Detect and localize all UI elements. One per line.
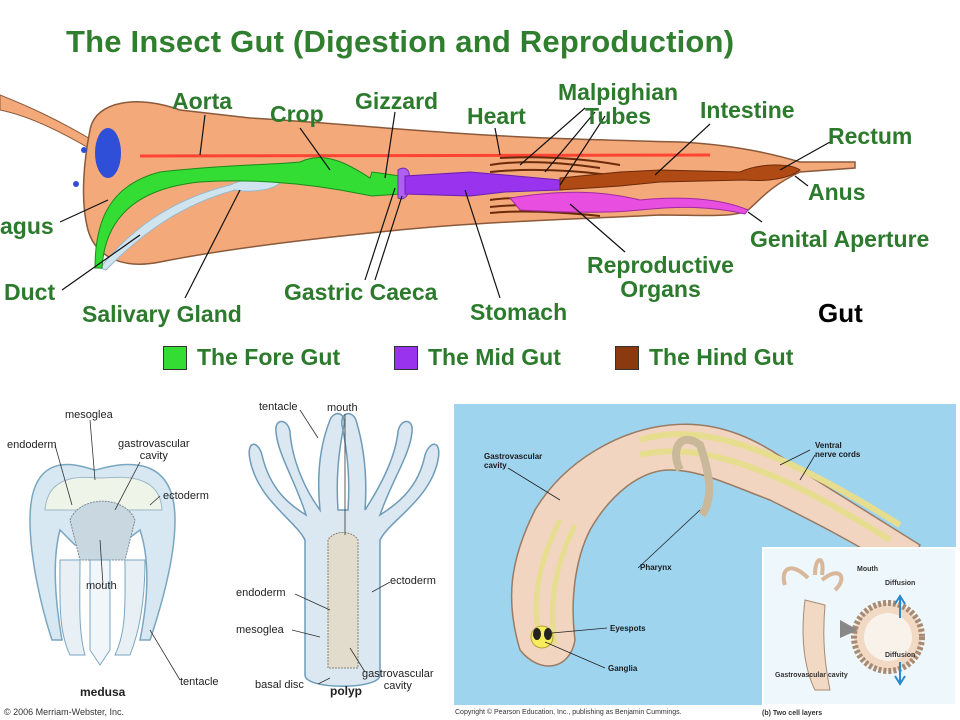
flatworm-label-gastrovascular: Gastrovascular cavity [484,452,542,470]
label-malpighian-line2: Tubes [584,103,652,129]
medusa-label-gastrovascular: gastrovascular cavity [118,438,190,462]
polyp-label-basal-disc: basal disc [255,679,304,691]
legend-label-mid-gut: The Mid Gut [428,344,561,370]
flatworm-label-pharynx: Pharynx [640,563,672,572]
medusa-label-endoderm: endoderm [7,439,57,451]
insect-eye [95,128,121,178]
gut-heading: Gut [818,298,863,328]
polyp-label-tentacle: tentacle [259,401,298,413]
medusa-label-mesoglea: mesoglea [65,409,113,421]
flatworm-label-ventral-line2: nerve cords [815,450,861,459]
flatworm-label-ventral-nerve: Ventral nerve cords [815,441,860,459]
hind-gut [559,164,801,191]
medusa-label-mouth: mouth [86,580,117,592]
polyp-label-endoderm: endoderm [236,587,286,599]
inset-label-gastrovascular: Gastrovascular cavity [775,672,848,679]
medusa-label-gv-line1: gastrovascular [118,438,190,450]
polyp-caption: polyp [330,684,362,698]
label-intestine: Intestine [700,97,795,123]
label-malpighian-line1: Malpighian [557,79,679,105]
insect-leader-lines [59,107,831,299]
legend-fore-gut: The Fore Gut [163,344,340,371]
label-duct: Duct [4,279,56,305]
flatworm-label-ventral-line1: Ventral [815,441,842,450]
label-crop: Crop [270,101,324,127]
medusa-label-gv-line2: cavity [139,450,168,462]
flatworm-label-gv-line1: Gastrovascular [484,452,543,461]
label-gizzard: Gizzard [355,88,439,114]
insect-antenna [0,94,93,151]
polyp-label-ectoderm: ectoderm [390,575,436,587]
inset-caption: (b) Two cell layers [762,710,823,717]
reproductive-organs-shape [509,191,749,215]
flatworm-label-ganglia: Ganglia [608,664,638,673]
ocellus-2 [73,181,79,187]
polyp-label-mesoglea: mesoglea [236,624,284,636]
label-aorta: Aorta [172,88,233,114]
legend-label-fore-gut: The Fore Gut [197,344,341,370]
medusa-caption: medusa [80,685,126,699]
flatworm-label-eyespots: Eyespots [610,624,646,633]
label-malpighian-tubes: Malpighian Tubes [548,80,688,128]
inset-label-diffusion-top: Diffusion [885,580,916,587]
medusa-label-tentacle: tentacle [180,676,219,688]
label-salivary-gland: Salivary Gland [82,301,242,327]
polyp-label-gv-line2: cavity [383,680,412,692]
label-genital-aperture: Genital Aperture [750,226,930,252]
legend-swatch-hind-gut [615,345,639,370]
legend-mid-gut: The Mid Gut [394,344,561,371]
aorta-vessel [139,153,711,158]
flatworm-copyright: Copyright © Pearson Education, Inc., pub… [455,709,682,716]
label-reproductive-organs: Reproductive Organs [568,253,753,301]
inset-label-mouth: Mouth [857,566,878,573]
fore-gut [94,157,401,269]
medusa-label-ectoderm: ectoderm [163,490,209,502]
label-reproductive-line2: Organs [620,276,701,302]
inset-label-diffusion-bottom: Diffusion [885,652,916,659]
ocellus-1 [81,147,87,153]
label-stomach: Stomach [470,299,568,325]
cnidarian-copyright: © 2006 Merriam-Webster, Inc. [4,707,125,717]
legend-swatch-fore-gut [163,345,187,370]
label-reproductive-line1: Reproductive [587,252,734,278]
polyp-label-mouth: mouth [327,402,358,414]
insect-diagram-title: The Insect Gut (Digestion and Reproducti… [66,24,735,59]
legend-hind-gut: The Hind Gut [615,344,793,371]
legend-label-hind-gut: The Hind Gut [649,344,794,370]
label-anus: Anus [808,179,866,205]
label-rectum: Rectum [828,123,913,149]
label-heart: Heart [467,103,526,129]
legend-swatch-mid-gut [394,345,418,370]
label-oesophagus: agus [0,213,54,239]
label-gastric-caeca: Gastric Caeca [284,279,438,305]
polyp-label-gv-line1: gastrovascular [362,668,434,680]
flatworm-label-gv-line2: cavity [484,461,507,470]
polyp-label-gastrovascular: gastrovascular cavity [362,668,434,692]
